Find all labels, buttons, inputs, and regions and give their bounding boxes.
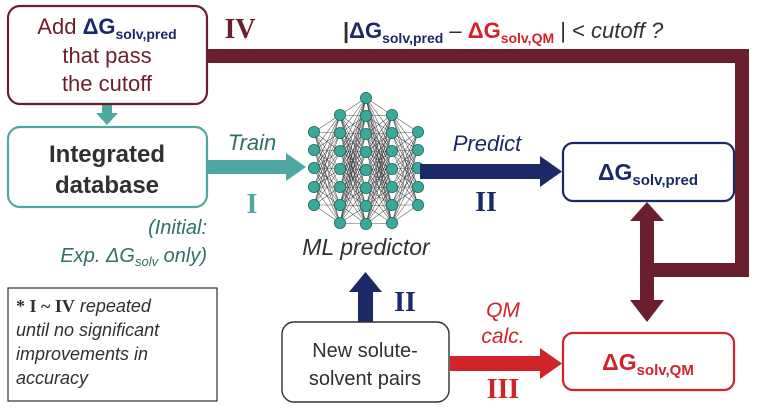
add-line-3: the cutoff: [62, 71, 153, 96]
network-node: [307, 161, 320, 174]
step-i-label: I: [247, 189, 258, 220]
footnote-line-3: improvements in: [16, 344, 148, 364]
feedback-loop-connector: [208, 49, 749, 322]
network-node: [359, 127, 372, 140]
arrowhead-down-to-qm: [630, 300, 664, 322]
integrated-database-box: Integrated database: [6, 125, 209, 209]
new-pairs-box: New solute- solvent pairs: [281, 321, 450, 403]
repeat-footnote-box: * I ~ IV repeated until no significant i…: [7, 287, 218, 402]
step-iii-label: III: [487, 374, 520, 405]
network-node: [333, 216, 346, 229]
qm-solvation-label: ΔGsolv,QM: [602, 349, 694, 379]
network-node: [385, 216, 398, 229]
cutoff-condition: |ΔGsolv,pred – ΔGsolv,QM | < cutoff ?: [343, 18, 664, 46]
train-arrow: [208, 153, 306, 181]
footnote-line-4: accuracy: [16, 368, 89, 388]
qm-calc-line-2: calc.: [481, 325, 524, 348]
network-node: [385, 144, 398, 157]
new-pairs-line-2: solvent pairs: [309, 368, 421, 390]
predict-label: Predict: [453, 131, 522, 156]
network-node: [333, 180, 346, 193]
network-node: [385, 127, 398, 140]
qm-solvation-box: ΔGsolv,QM: [561, 331, 736, 392]
network-node: [307, 143, 320, 156]
network-node: [307, 198, 320, 211]
network-node: [333, 198, 346, 211]
network-nodes: [307, 92, 424, 230]
step-ii-bottom-label: II: [394, 287, 416, 318]
network-node: [333, 109, 346, 122]
qm-calc-arrow: [450, 348, 562, 379]
new-pairs-line-1: New solute-: [312, 340, 418, 362]
add-line-1: Add ΔGsolv,pred: [37, 14, 176, 42]
network-node: [385, 109, 398, 122]
network-node: [333, 144, 346, 157]
database-line-2: database: [55, 172, 159, 199]
network-node: [359, 199, 372, 212]
network-node: [359, 110, 372, 123]
network-node: [359, 163, 372, 176]
arrow-to-database: [96, 104, 118, 125]
network-node: [411, 126, 424, 139]
step-ii-top-label: II: [475, 187, 497, 218]
add-line-2: that pass: [62, 43, 151, 68]
network-node: [333, 127, 346, 140]
predicted-solvation-label: ΔGsolv,pred: [598, 159, 698, 189]
network-node: [411, 180, 424, 193]
network-node: [359, 145, 372, 158]
step-iv-label: IV: [224, 14, 255, 45]
network-node: [385, 162, 398, 175]
add-predictions-box: Add ΔGsolv,pred that pass the cutoff: [6, 4, 209, 106]
network-node: [333, 162, 346, 175]
neural-network-icon: [307, 92, 424, 230]
network-node: [359, 92, 372, 105]
database-line-1: Integrated: [49, 141, 165, 168]
network-node: [385, 180, 398, 193]
network-node: [411, 198, 424, 211]
network-node: [307, 126, 320, 139]
database-note-line-2: Exp. ΔGsolv only): [60, 245, 207, 269]
train-label: Train: [228, 130, 277, 155]
pairs-to-predictor-arrow: [349, 272, 382, 322]
network-node: [411, 143, 424, 156]
database-note-line-1: (Initial:: [148, 217, 207, 239]
network-node: [385, 198, 398, 211]
arrowhead-up-to-pred: [630, 202, 664, 221]
footnote-line-1: * I ~ IV repeated: [16, 296, 152, 316]
ml-predictor-label: ML predictor: [302, 234, 431, 260]
qm-calc-line-1: QM: [486, 299, 520, 322]
predict-arrow: [420, 156, 562, 187]
network-node: [359, 217, 372, 230]
footnote-line-2: until no significant: [16, 320, 160, 340]
network-node: [307, 180, 320, 193]
predicted-solvation-box: ΔGsolv,pred: [561, 141, 736, 203]
network-node: [359, 181, 372, 194]
